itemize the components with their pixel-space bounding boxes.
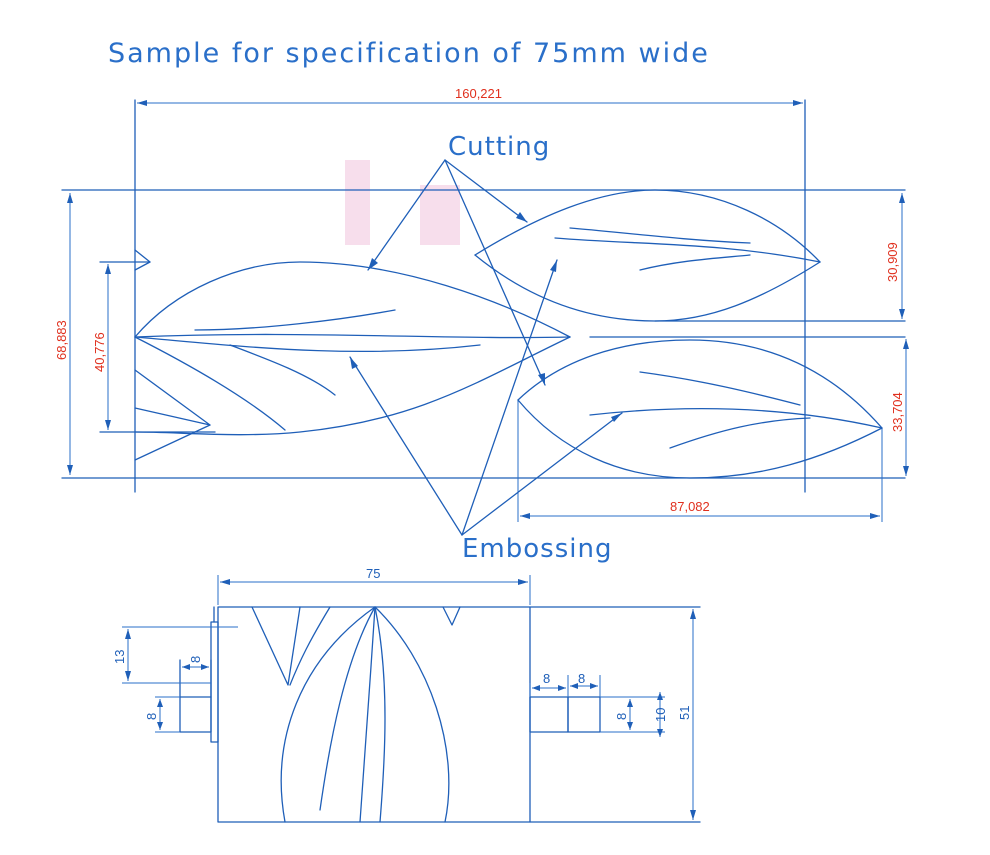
dim-roller-height-text: 51 (677, 706, 692, 720)
dim-total-height: 68,883 (54, 193, 73, 475)
dim-shaft-left-dia-text: 8 (144, 713, 159, 720)
dim-left-leaf-height: 40,776 (92, 264, 111, 430)
dim-shaft-left-len: 8 (182, 656, 209, 670)
dim-shaft-right-len-a-text: 8 (543, 671, 550, 686)
dim-shaft-left-offset-text: 13 (112, 650, 127, 664)
faint-stamp (345, 160, 460, 245)
dim-shaft-right-lengths: 8 8 (529, 671, 601, 697)
dim-shaft-left-offset: 13 (112, 626, 238, 684)
dim-bottom-right-width-text: 87,082 (670, 499, 710, 514)
embossing-label: Embossing (462, 534, 612, 564)
drawing-title: Sample for specification of 75mm wide (108, 38, 710, 69)
dim-shaft-right-dia: 8 10 (600, 692, 668, 737)
dim-top-right-height: 30,909 (885, 193, 905, 319)
bottom-right-leaf (517, 339, 883, 479)
dim-bottom-right-width: 87,082 (517, 400, 883, 522)
cutting-label: Cutting (448, 132, 550, 162)
dim-bottom-right-height: 33,704 (890, 339, 909, 476)
dim-total-width-text: 160,221 (455, 86, 502, 101)
dim-left-leaf-height-text: 40,776 (92, 332, 107, 372)
roller-leaf-pattern (251, 606, 461, 823)
dim-shaft-left-dia: 8 (144, 696, 180, 733)
dim-total-height-text: 68,883 (54, 320, 69, 360)
dim-roller-width-text: 75 (366, 566, 380, 581)
dim-roller-height: 51 (677, 609, 696, 820)
dim-bottom-right-height-text: 33,704 (890, 392, 905, 432)
top-layout-drawing: 160,221 68,883 40,776 30,909 (54, 86, 909, 564)
dim-shaft-right-dia-outer-text: 10 (653, 708, 668, 722)
embossing-callout: Embossing (349, 259, 623, 564)
dim-shaft-right-dia-text: 8 (614, 713, 629, 720)
top-right-leaf (474, 189, 821, 322)
dim-shaft-left-len-text: 8 (188, 656, 203, 663)
dim-top-right-height-text: 30,909 (885, 242, 900, 282)
cutting-callout: Cutting (367, 132, 550, 386)
roller-drawing: 75 51 13 8 (112, 566, 701, 823)
dim-roller-width: 75 (217, 566, 531, 605)
left-leaf (134, 249, 571, 461)
dim-shaft-right-len-b-text: 8 (578, 671, 585, 686)
dim-total-width: 160,221 (137, 86, 803, 106)
